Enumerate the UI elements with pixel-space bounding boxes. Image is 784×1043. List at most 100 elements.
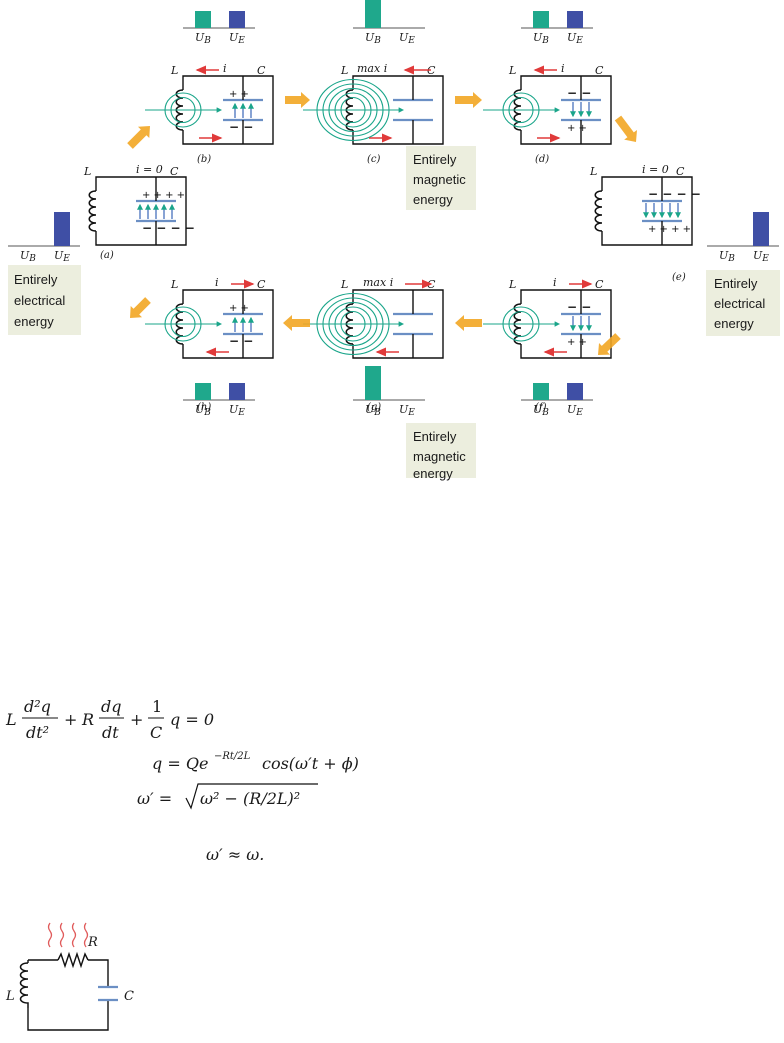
current-label: i xyxy=(561,62,565,75)
capacitor-label: C xyxy=(595,278,604,291)
capacitor-top-charge: − − xyxy=(567,300,591,314)
eq4-text: ω′ ≈ ω. xyxy=(206,845,264,864)
capacitor-bottom-charge: + + xyxy=(567,337,587,348)
circuit-wire xyxy=(182,289,274,359)
box-top-line-1: Entirely xyxy=(413,152,457,167)
flow-arrow-c-to-d xyxy=(455,92,482,108)
inductor-label: L xyxy=(340,278,348,291)
capacitor-bottom-charge: − − xyxy=(229,120,253,134)
eq1-dt: dt xyxy=(102,723,119,742)
ue-bar xyxy=(229,383,245,400)
box-right-entirely-electrical: Entirely electrical energy xyxy=(706,270,780,336)
current-label: i xyxy=(215,276,219,289)
ue-label: UE xyxy=(753,249,769,264)
capacitor-top-charge: + + xyxy=(229,89,249,100)
eq1-tail: q = 0 xyxy=(170,710,214,729)
inductor-label: L xyxy=(508,64,516,77)
eq2-lhs: q = Qe xyxy=(152,754,208,773)
inductor-label: L xyxy=(5,989,15,1004)
box-right-line-3: energy xyxy=(714,316,754,331)
rlc-circuit: R L C xyxy=(5,922,134,1031)
heat-wave-icon-2 xyxy=(59,922,65,948)
ue-label: UE xyxy=(567,403,583,418)
eq1-plus-1: + xyxy=(64,710,77,729)
inductor-label: L xyxy=(340,64,348,77)
capacitor-bottom-charge: + + xyxy=(567,123,587,134)
ub-bar xyxy=(533,11,549,28)
current-label: i = 0 xyxy=(136,163,163,176)
ub-bar xyxy=(533,383,549,400)
capacitor-label: C xyxy=(124,989,134,1004)
flow-arrow-g-to-h xyxy=(283,315,310,331)
circuit-wire xyxy=(520,75,612,145)
ub-bar xyxy=(365,0,381,28)
ub-label: UB xyxy=(20,249,36,264)
circuit-wire xyxy=(182,75,274,145)
eq2-rhs: cos(ω′t + ϕ) xyxy=(262,754,359,773)
box-top-line-2: magnetic xyxy=(413,172,466,187)
flow-arrow-h-to-a xyxy=(130,297,151,318)
capacitor-top-charge: − − xyxy=(567,86,591,100)
capacitor-top-charge: − − − − xyxy=(648,187,701,201)
capacitor-bottom-charge: + + + + xyxy=(648,224,691,235)
eq1-dt2: dt² xyxy=(26,723,49,742)
ue-bar xyxy=(567,383,583,400)
energy-bars-c: UB UE xyxy=(353,0,425,46)
current-label: i = 0 xyxy=(642,163,669,176)
capacitor-label: C xyxy=(676,165,685,178)
equation-rlc-differential: L d²q dt² + R dq dt + 1 C q = 0 xyxy=(5,697,214,742)
box-left-entirely-electrical: Entirely electrical energy xyxy=(8,265,81,335)
eq1-R: R xyxy=(81,710,94,729)
ue-label: UE xyxy=(229,403,245,418)
ub-bar xyxy=(195,11,211,28)
eq1-d2q: d²q xyxy=(24,697,51,716)
box-bottom-line-2: magnetic xyxy=(413,449,466,464)
ue-bar xyxy=(229,11,245,28)
capacitor-label: C xyxy=(257,278,266,291)
heat-wave-icon-1 xyxy=(47,922,53,948)
capacitor-bottom-charge: − − − − xyxy=(142,221,195,235)
flow-arrow-a-to-b xyxy=(127,125,151,149)
eq1-plus-2: + xyxy=(130,710,143,729)
ue-bar xyxy=(753,212,769,246)
flow-arrow-e-to-f xyxy=(598,333,621,355)
panel-caption-h: (h) xyxy=(197,402,211,413)
eq3-radical-sign xyxy=(185,783,318,810)
panel-caption-e: (e) xyxy=(672,272,686,283)
resistor-label: R xyxy=(87,935,98,950)
ue-bar xyxy=(54,212,70,246)
inductor-label: L xyxy=(170,278,178,291)
ub-bar xyxy=(195,383,211,400)
current-label: max i xyxy=(363,276,393,289)
box-left-line-2: electrical xyxy=(14,293,65,308)
ub-label: UB xyxy=(719,249,735,264)
panel-caption-d: (d) xyxy=(535,154,549,165)
panel-caption-b: (b) xyxy=(197,154,211,165)
capacitor-label: C xyxy=(257,64,266,77)
heat-wave-icon-3 xyxy=(71,922,77,948)
ue-label: UE xyxy=(399,31,415,46)
panel-caption-f: (f) xyxy=(535,402,547,413)
circuit-wire xyxy=(95,176,187,246)
box-left-line-3: energy xyxy=(14,314,54,329)
flow-arrow-d-to-e xyxy=(614,115,637,143)
capacitor-bottom-charge: − − xyxy=(229,334,253,348)
panel-caption-g: (g) xyxy=(367,402,381,413)
inductor-coil xyxy=(594,190,603,232)
ue-label: UE xyxy=(229,31,245,46)
ub-label: UB xyxy=(365,31,381,46)
box-bottom-line-3: energy xyxy=(413,466,453,481)
current-label: max i xyxy=(357,62,387,75)
